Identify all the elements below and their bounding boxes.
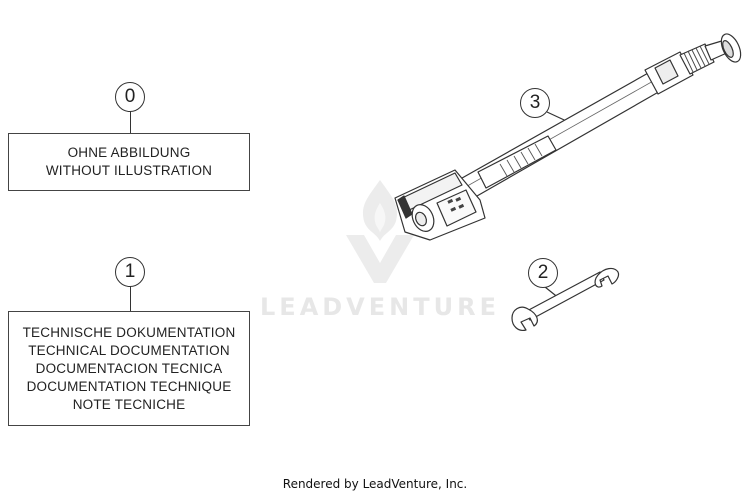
leader-line-0 xyxy=(130,111,132,133)
footer-credit: Rendered by LeadVenture, Inc. xyxy=(282,477,468,491)
suspension-tool-icon xyxy=(394,33,742,241)
callout-1: 1 xyxy=(115,257,145,287)
box-1-line-1: TECHNISCHE DOKUMENTATION xyxy=(22,324,236,340)
box-0-line-2: WITHOUT ILLUSTRATION xyxy=(45,163,213,178)
leader-line-1 xyxy=(130,286,132,311)
box-1-line-5: NOTE TECNICHE xyxy=(72,396,186,412)
box-0-line-1: OHNE ABBILDUNG xyxy=(67,145,191,160)
open-end-wrench-icon xyxy=(511,267,620,331)
box-1-line-4: DOCUMENTATION TECHNIQUE xyxy=(26,378,232,394)
box-1-line-2: TECHNICAL DOCUMENTATION xyxy=(28,342,230,358)
without-illustration-box: OHNE ABBILDUNG WITHOUT ILLUSTRATION xyxy=(8,133,250,191)
callout-2: 2 xyxy=(528,258,558,288)
callout-0: 0 xyxy=(115,82,145,112)
technical-documentation-box: TECHNISCHE DOKUMENTATION TECHNICAL DOCUM… xyxy=(8,311,250,426)
callout-3: 3 xyxy=(520,88,550,118)
box-1-line-3: DOCUMENTACION TECNICA xyxy=(35,360,223,376)
